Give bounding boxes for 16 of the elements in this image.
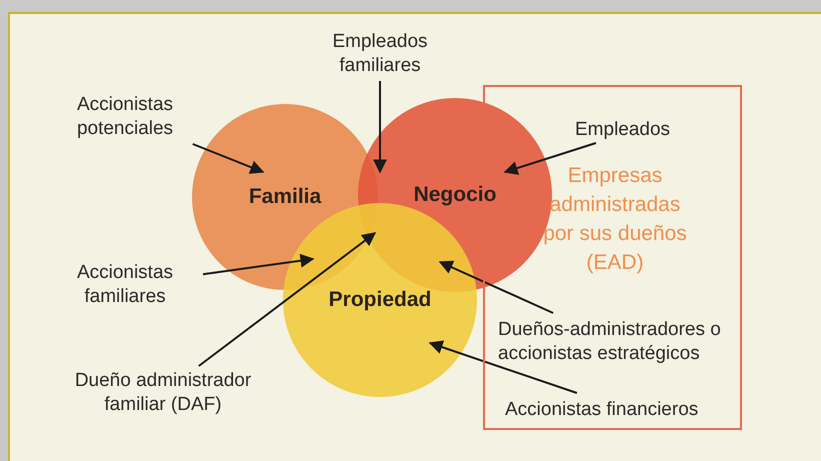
leader-text: Empleados familiares [315, 30, 445, 78]
leader-text: Accionistas potenciales [50, 93, 200, 141]
circle-label: Familia [248, 184, 322, 210]
leader-arrow [438, 260, 554, 314]
leader-arrow [373, 81, 387, 174]
leader-text: Dueño administrador familiar (DAF) [53, 369, 273, 417]
leader-arrow [428, 340, 578, 394]
leader-text: Empleados [575, 118, 715, 142]
circle-label: Propiedad [328, 287, 432, 314]
leader-arrow [504, 142, 596, 175]
leader-text: Accionistas financieros [505, 398, 741, 422]
circle-label: Negocio [414, 182, 496, 208]
leader-arrow [198, 232, 376, 367]
leader-arrow [202, 254, 314, 276]
leader-text: Dueños-administradores o accionistas estratégicos [498, 318, 732, 366]
leader-text: Accionistas familiares [50, 261, 200, 309]
